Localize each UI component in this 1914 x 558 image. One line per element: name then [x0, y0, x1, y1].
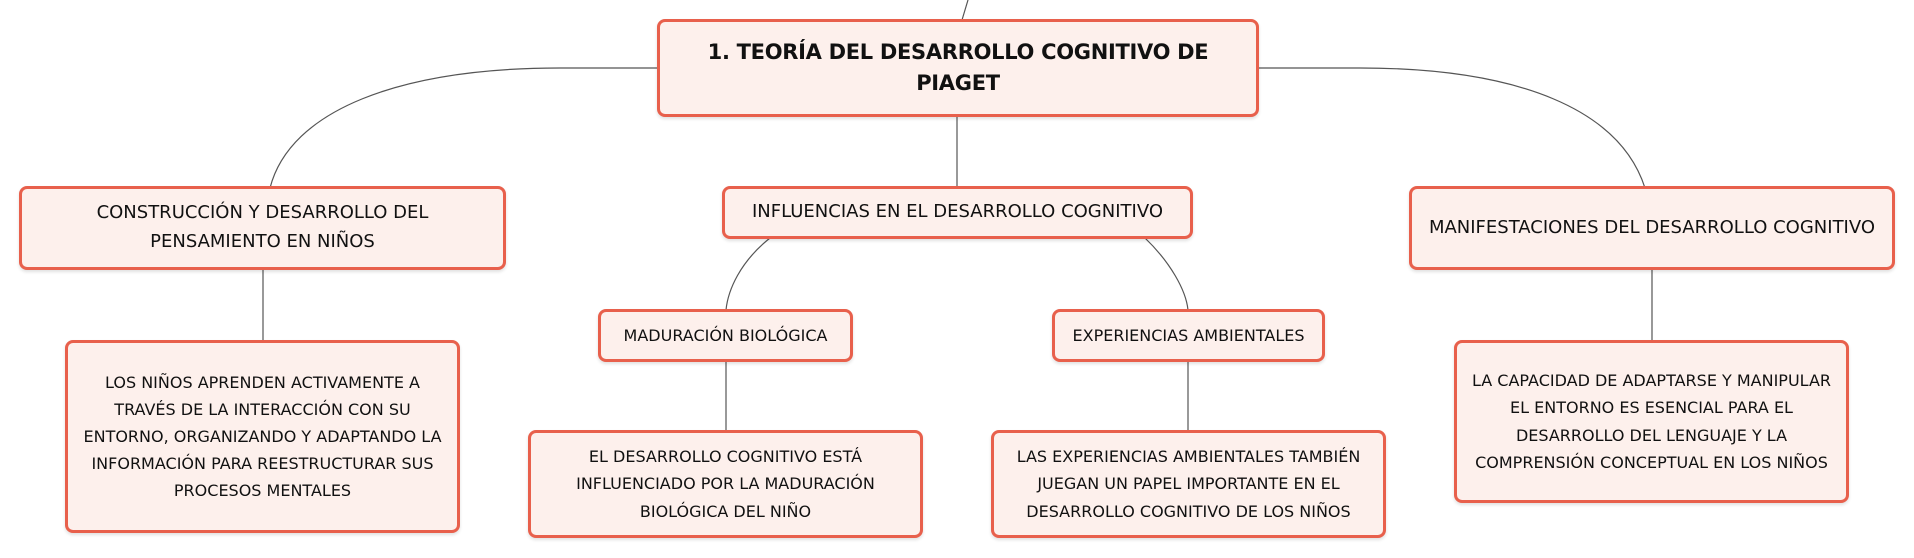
leaf-construccion[interactable]: LOS NIÑOS APRENDEN ACTIVAMENTE A TRAVÉS …	[65, 340, 460, 533]
node-influencias-label: INFLUENCIAS EN EL DESARROLLO COGNITIVO	[751, 201, 1163, 223]
node-manifestaciones-label: MANIFESTACIONES DEL DESARROLLO COGNITIVO	[1428, 216, 1876, 238]
leaf-manifestaciones[interactable]: LA CAPACIDAD DE ADAPTARSE Y MANIPULAR EL…	[1454, 340, 1849, 503]
leaf-experiencias-text: LAS EXPERIENCIAS AMBIENTALES TAMBIÉN JUE…	[1016, 447, 1361, 521]
leaf-construccion-text: LOS NIÑOS APRENDEN ACTIVAMENTE A TRAVÉS …	[83, 372, 442, 501]
root-node-label: 1. TEORÍA DEL DESARROLLO COGNITIVO DE PI…	[707, 39, 1209, 96]
connector-root-to-manifestaciones	[1257, 67, 1646, 189]
leaf-maduracion-text: EL DESARROLLO COGNITIVO ESTÁ INFLUENCIAD…	[576, 447, 875, 521]
leaf-manifestaciones-text: LA CAPACIDAD DE ADAPTARSE Y MANIPULAR EL…	[1471, 371, 1832, 472]
root-node[interactable]: 1. TEORÍA DEL DESARROLLO COGNITIVO DE PI…	[657, 19, 1259, 117]
node-maduracion-label: MADURACIÓN BIOLÓGICA	[623, 325, 828, 345]
connector-influencias-to-experiencias	[1144, 237, 1189, 311]
leaf-experiencias[interactable]: LAS EXPERIENCIAS AMBIENTALES TAMBIÉN JUE…	[991, 430, 1386, 538]
node-maduracion[interactable]: MADURACIÓN BIOLÓGICA	[598, 309, 853, 362]
connector-root-to-construccion	[269, 67, 660, 189]
node-experiencias-label: EXPERIENCIAS AMBIENTALES	[1072, 325, 1305, 345]
node-construccion[interactable]: CONSTRUCCIÓN Y DESARROLLO DEL PENSAMIENT…	[19, 186, 506, 270]
node-influencias[interactable]: INFLUENCIAS EN EL DESARROLLO COGNITIVO	[722, 186, 1193, 239]
node-construccion-label: CONSTRUCCIÓN Y DESARROLLO DEL PENSAMIENT…	[96, 202, 429, 252]
node-experiencias[interactable]: EXPERIENCIAS AMBIENTALES	[1052, 309, 1325, 362]
connector-root-top	[961, 0, 969, 21]
connector-influencias-to-maduracion	[725, 237, 771, 311]
node-manifestaciones[interactable]: MANIFESTACIONES DEL DESARROLLO COGNITIVO	[1409, 186, 1895, 270]
leaf-maduracion[interactable]: EL DESARROLLO COGNITIVO ESTÁ INFLUENCIAD…	[528, 430, 923, 538]
